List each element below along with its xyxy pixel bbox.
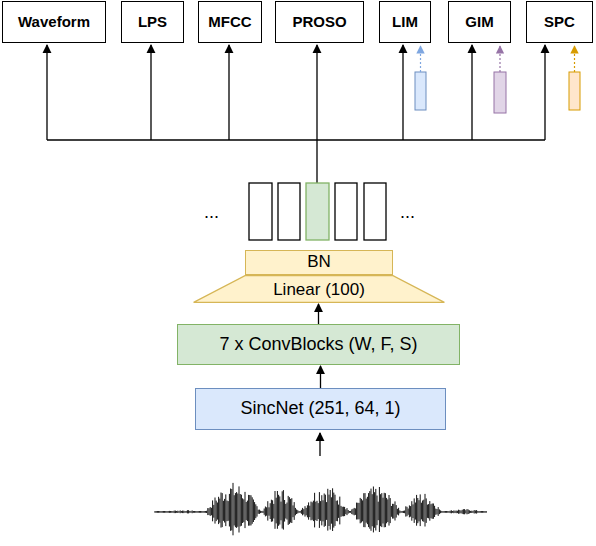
node-text: Waveform <box>18 14 90 31</box>
task-box: SPC <box>526 1 593 43</box>
task-box: LIM <box>379 1 431 43</box>
bus-branch <box>402 45 403 140</box>
selected-frame <box>306 183 329 240</box>
bus-branch <box>471 45 472 140</box>
frame <box>278 183 300 240</box>
frame <box>335 183 357 240</box>
frame <box>249 183 272 240</box>
node-text: SincNet (251, 64, 1) <box>240 399 400 419</box>
ellipsis-label: ... <box>400 202 415 223</box>
node-text: SPC <box>544 14 575 31</box>
input-arrow <box>320 433 321 456</box>
node-text: PROSO <box>292 14 346 31</box>
node-text: GIM <box>465 14 493 31</box>
frame <box>364 183 386 240</box>
bus-branch <box>544 45 545 140</box>
bus-trunk <box>316 45 317 183</box>
bus-line <box>47 139 545 140</box>
bus-branch <box>228 45 229 140</box>
ellipsis-label: ... <box>204 202 219 223</box>
task-box: LPS <box>121 1 184 43</box>
bus-branch <box>46 45 47 140</box>
flow-arrow <box>318 304 319 324</box>
bus-branch <box>150 45 151 140</box>
task-box: PROSO <box>275 1 364 43</box>
node-text: BN <box>307 253 331 272</box>
dashed-arrow <box>499 46 500 72</box>
task-box: GIM <box>448 1 511 43</box>
trapezoid-shape <box>194 276 445 303</box>
task-box: MFCC <box>198 1 262 43</box>
task-box: Waveform <box>2 1 106 43</box>
speech-waveform <box>155 483 486 535</box>
extra-inputs <box>415 46 580 113</box>
flow-arrow <box>320 366 321 388</box>
feature-frames <box>249 183 386 240</box>
node-text: MFCC <box>208 14 251 31</box>
convblocks-box: 7 x ConvBlocks (W, F, S) <box>177 324 460 365</box>
node-text: LPS <box>138 14 167 31</box>
linear-trapezoid: Linear (100) <box>193 275 445 303</box>
node-text: Linear (100) <box>273 281 365 300</box>
node-text: 7 x ConvBlocks (W, F, S) <box>219 335 417 355</box>
dashed-arrow <box>420 46 421 72</box>
node-text: LIM <box>392 14 418 31</box>
output-bus <box>47 45 545 183</box>
input-arrow <box>319 433 320 456</box>
input-bar <box>569 72 580 110</box>
input-bar <box>415 72 426 110</box>
input-bar <box>494 72 506 113</box>
sincnet-box: SincNet (251, 64, 1) <box>195 388 446 430</box>
batchnorm-box: BN <box>245 250 393 275</box>
dashed-arrow <box>574 46 575 72</box>
